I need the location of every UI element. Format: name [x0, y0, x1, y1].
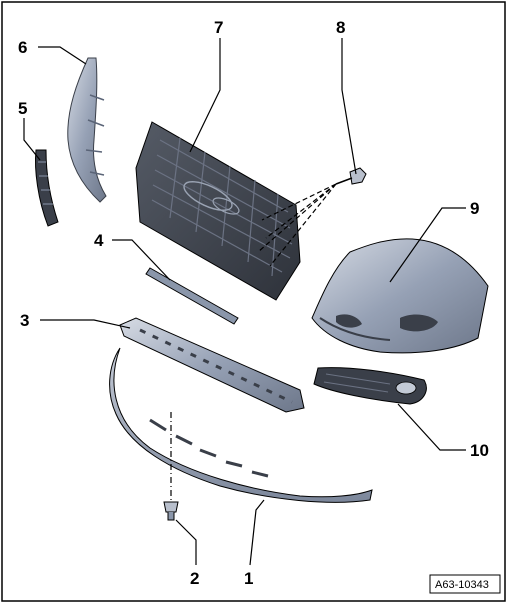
callout-1: 1 [244, 569, 253, 588]
part-8-screw [257, 167, 367, 267]
part-9-bumper-cover [311, 238, 489, 354]
part-1-spoiler-lip [109, 347, 373, 503]
callout-4: 4 [94, 231, 104, 250]
callout-9: 9 [470, 199, 479, 218]
part-5-small-grille [35, 149, 59, 227]
part-2-screw [163, 412, 179, 521]
part-7-radiator-grille [135, 121, 301, 301]
callout-5: 5 [18, 99, 27, 118]
figure-id: A63-10343 [435, 579, 489, 591]
leader-lines [23, 38, 466, 566]
part-3-lower-grille [119, 317, 305, 413]
callout-8: 8 [336, 18, 345, 37]
part-4-trim-strip [145, 267, 239, 325]
callout-3: 3 [20, 311, 29, 330]
callout-7: 7 [214, 18, 223, 37]
callout-6: 6 [18, 38, 27, 57]
part-10-fog-grille [313, 367, 427, 405]
figure-id-box: A63-10343 [429, 574, 501, 594]
callout-10: 10 [470, 441, 489, 460]
callout-labels: 6 5 7 8 4 3 9 10 1 2 [18, 18, 489, 588]
callout-2: 2 [190, 569, 199, 588]
part-6-trim-strip [67, 57, 107, 203]
